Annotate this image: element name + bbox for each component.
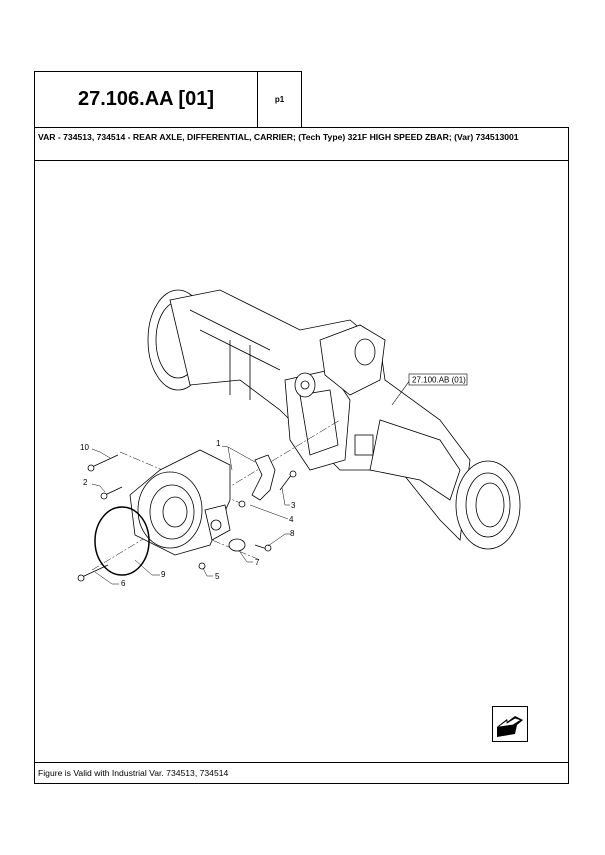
callout-9: 9 [161,570,166,579]
reference-label: 27.100.AB (01) [412,376,466,385]
page-number: p1 [257,71,302,128]
callout-4: 4 [289,515,294,524]
callout-6: 6 [121,579,126,588]
callout-1: 1 [216,439,221,448]
next-page-arrow-icon[interactable] [492,706,528,742]
section-code: 27.106.AA [01] [34,71,258,128]
callout-5: 5 [215,572,220,581]
callout-8: 8 [290,529,295,538]
callout-10: 10 [80,443,89,452]
bolts [77,454,297,582]
differential-carrier [129,449,276,556]
part-description: VAR - 734513, 734514 - REAR AXLE, DIFFER… [34,127,569,161]
callout-2: 2 [83,478,88,487]
callout-7: 7 [255,558,260,567]
exploded-view-figure: 27.100.AB (01) [34,160,569,763]
callout-3: 3 [291,501,296,510]
axle-drawing: 27.100.AB (01) [77,289,521,588]
o-ring [94,506,150,576]
validity-note: Figure is Valid with Industrial Var. 734… [34,762,569,784]
axle-housing [147,289,521,550]
